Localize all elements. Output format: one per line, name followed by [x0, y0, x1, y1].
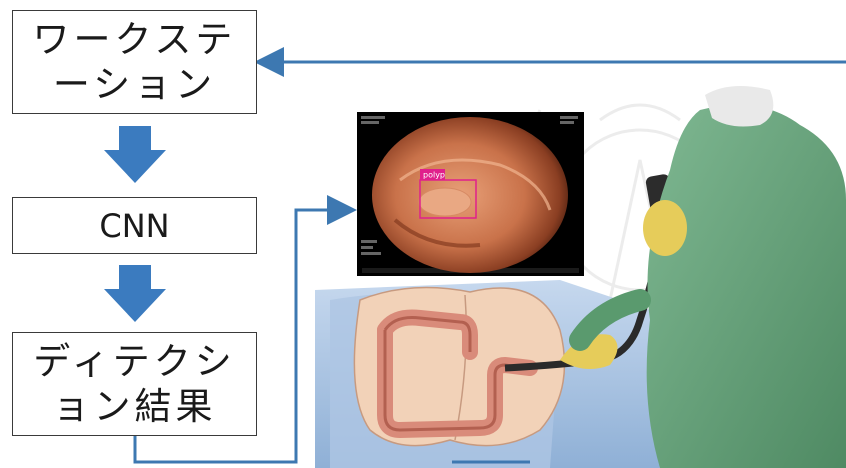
detection-result-box: ディテクシ ョン結果: [12, 332, 257, 436]
endoscope-monitor: [357, 112, 584, 276]
cnn-box: CNN: [12, 197, 257, 254]
workstation-box: ワークステ ーション: [12, 10, 257, 114]
result-label-line1: ディテクシ: [33, 339, 235, 384]
workstation-label-line2: ーション: [33, 62, 237, 107]
cnn-label: CNN: [99, 207, 169, 245]
workstation-label-line1: ワークステ: [33, 17, 237, 62]
result-label-line2: ョン結果: [33, 384, 235, 429]
arrow-down-icon: [104, 126, 166, 183]
detection-label: polyp: [423, 171, 445, 180]
arrow-down-icon: [104, 265, 166, 322]
